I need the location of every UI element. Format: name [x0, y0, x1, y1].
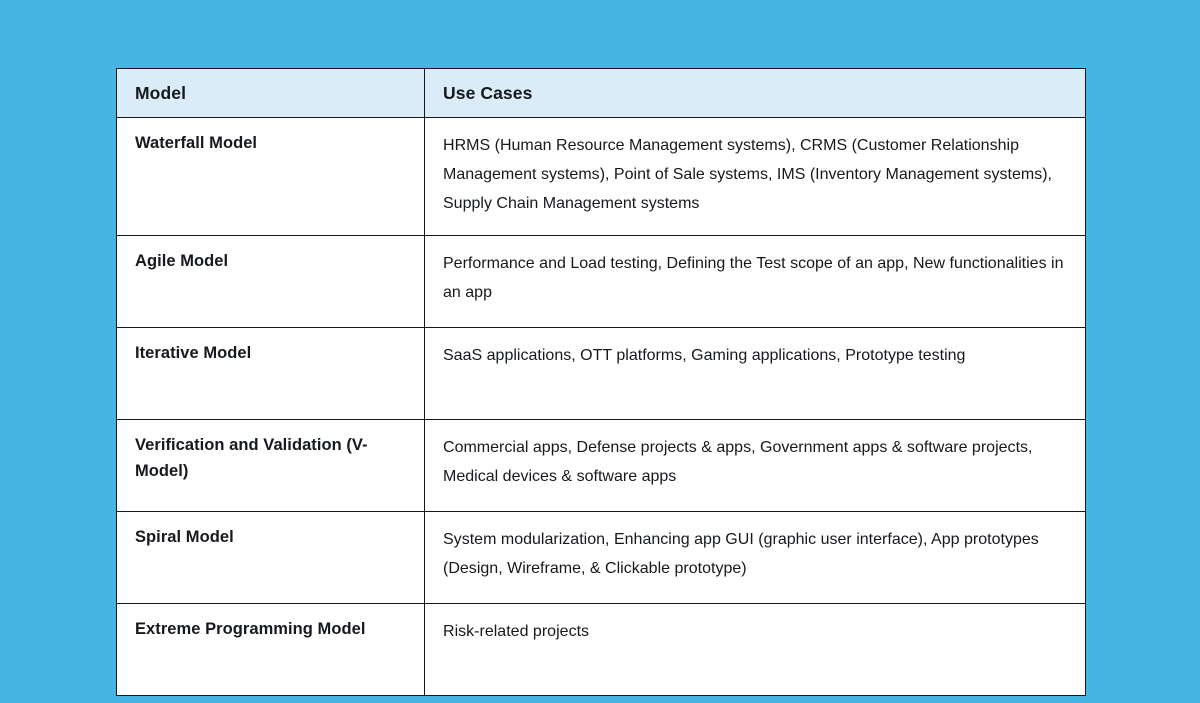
table-row: Agile Model Performance and Load testing…: [116, 235, 1086, 328]
table-header: Model Use Cases: [116, 68, 1086, 118]
cell-use-cases: System modularization, Enhancing app GUI…: [424, 511, 1086, 604]
table-row: Extreme Programming Model Risk-related p…: [117, 603, 1086, 696]
table-container: Model Use Cases Waterfall Model HRMS (Hu…: [116, 68, 1086, 696]
table-row: Verification and Validation (V-Model) Co…: [116, 419, 1086, 512]
table-row: Waterfall Model HRMS (Human Resource Man…: [116, 117, 1086, 236]
cell-use-cases: HRMS (Human Resource Management systems)…: [424, 117, 1086, 236]
cell-model-name: Spiral Model: [116, 511, 425, 604]
cell-use-cases: Risk-related projects: [424, 603, 1086, 696]
column-header-model: Model: [116, 68, 425, 118]
cell-model-name: Verification and Validation (V-Model): [116, 419, 425, 512]
cell-use-cases: Performance and Load testing, Defining t…: [424, 235, 1086, 328]
cell-model-name: Extreme Programming Model: [135, 620, 366, 638]
table-row: Iterative Model SaaS applications, OTT p…: [116, 327, 1086, 420]
table-header-row: Model Use Cases: [116, 68, 1086, 118]
cell-use-cases: SaaS applications, OTT platforms, Gaming…: [424, 327, 1086, 420]
cell-use-cases: Commercial apps, Defense projects & apps…: [424, 419, 1086, 512]
table-body: Waterfall Model HRMS (Human Resource Man…: [116, 117, 1086, 696]
cell-model-name: Iterative Model: [116, 327, 425, 420]
table-row: Spiral Model System modularization, Enha…: [116, 511, 1086, 604]
cell-model-name: Agile Model: [116, 235, 425, 328]
column-header-use-cases: Use Cases: [424, 68, 1086, 118]
cell-model-name: Waterfall Model: [116, 117, 425, 236]
sdlc-models-use-cases-table: Model Use Cases Waterfall Model HRMS (Hu…: [116, 68, 1086, 696]
